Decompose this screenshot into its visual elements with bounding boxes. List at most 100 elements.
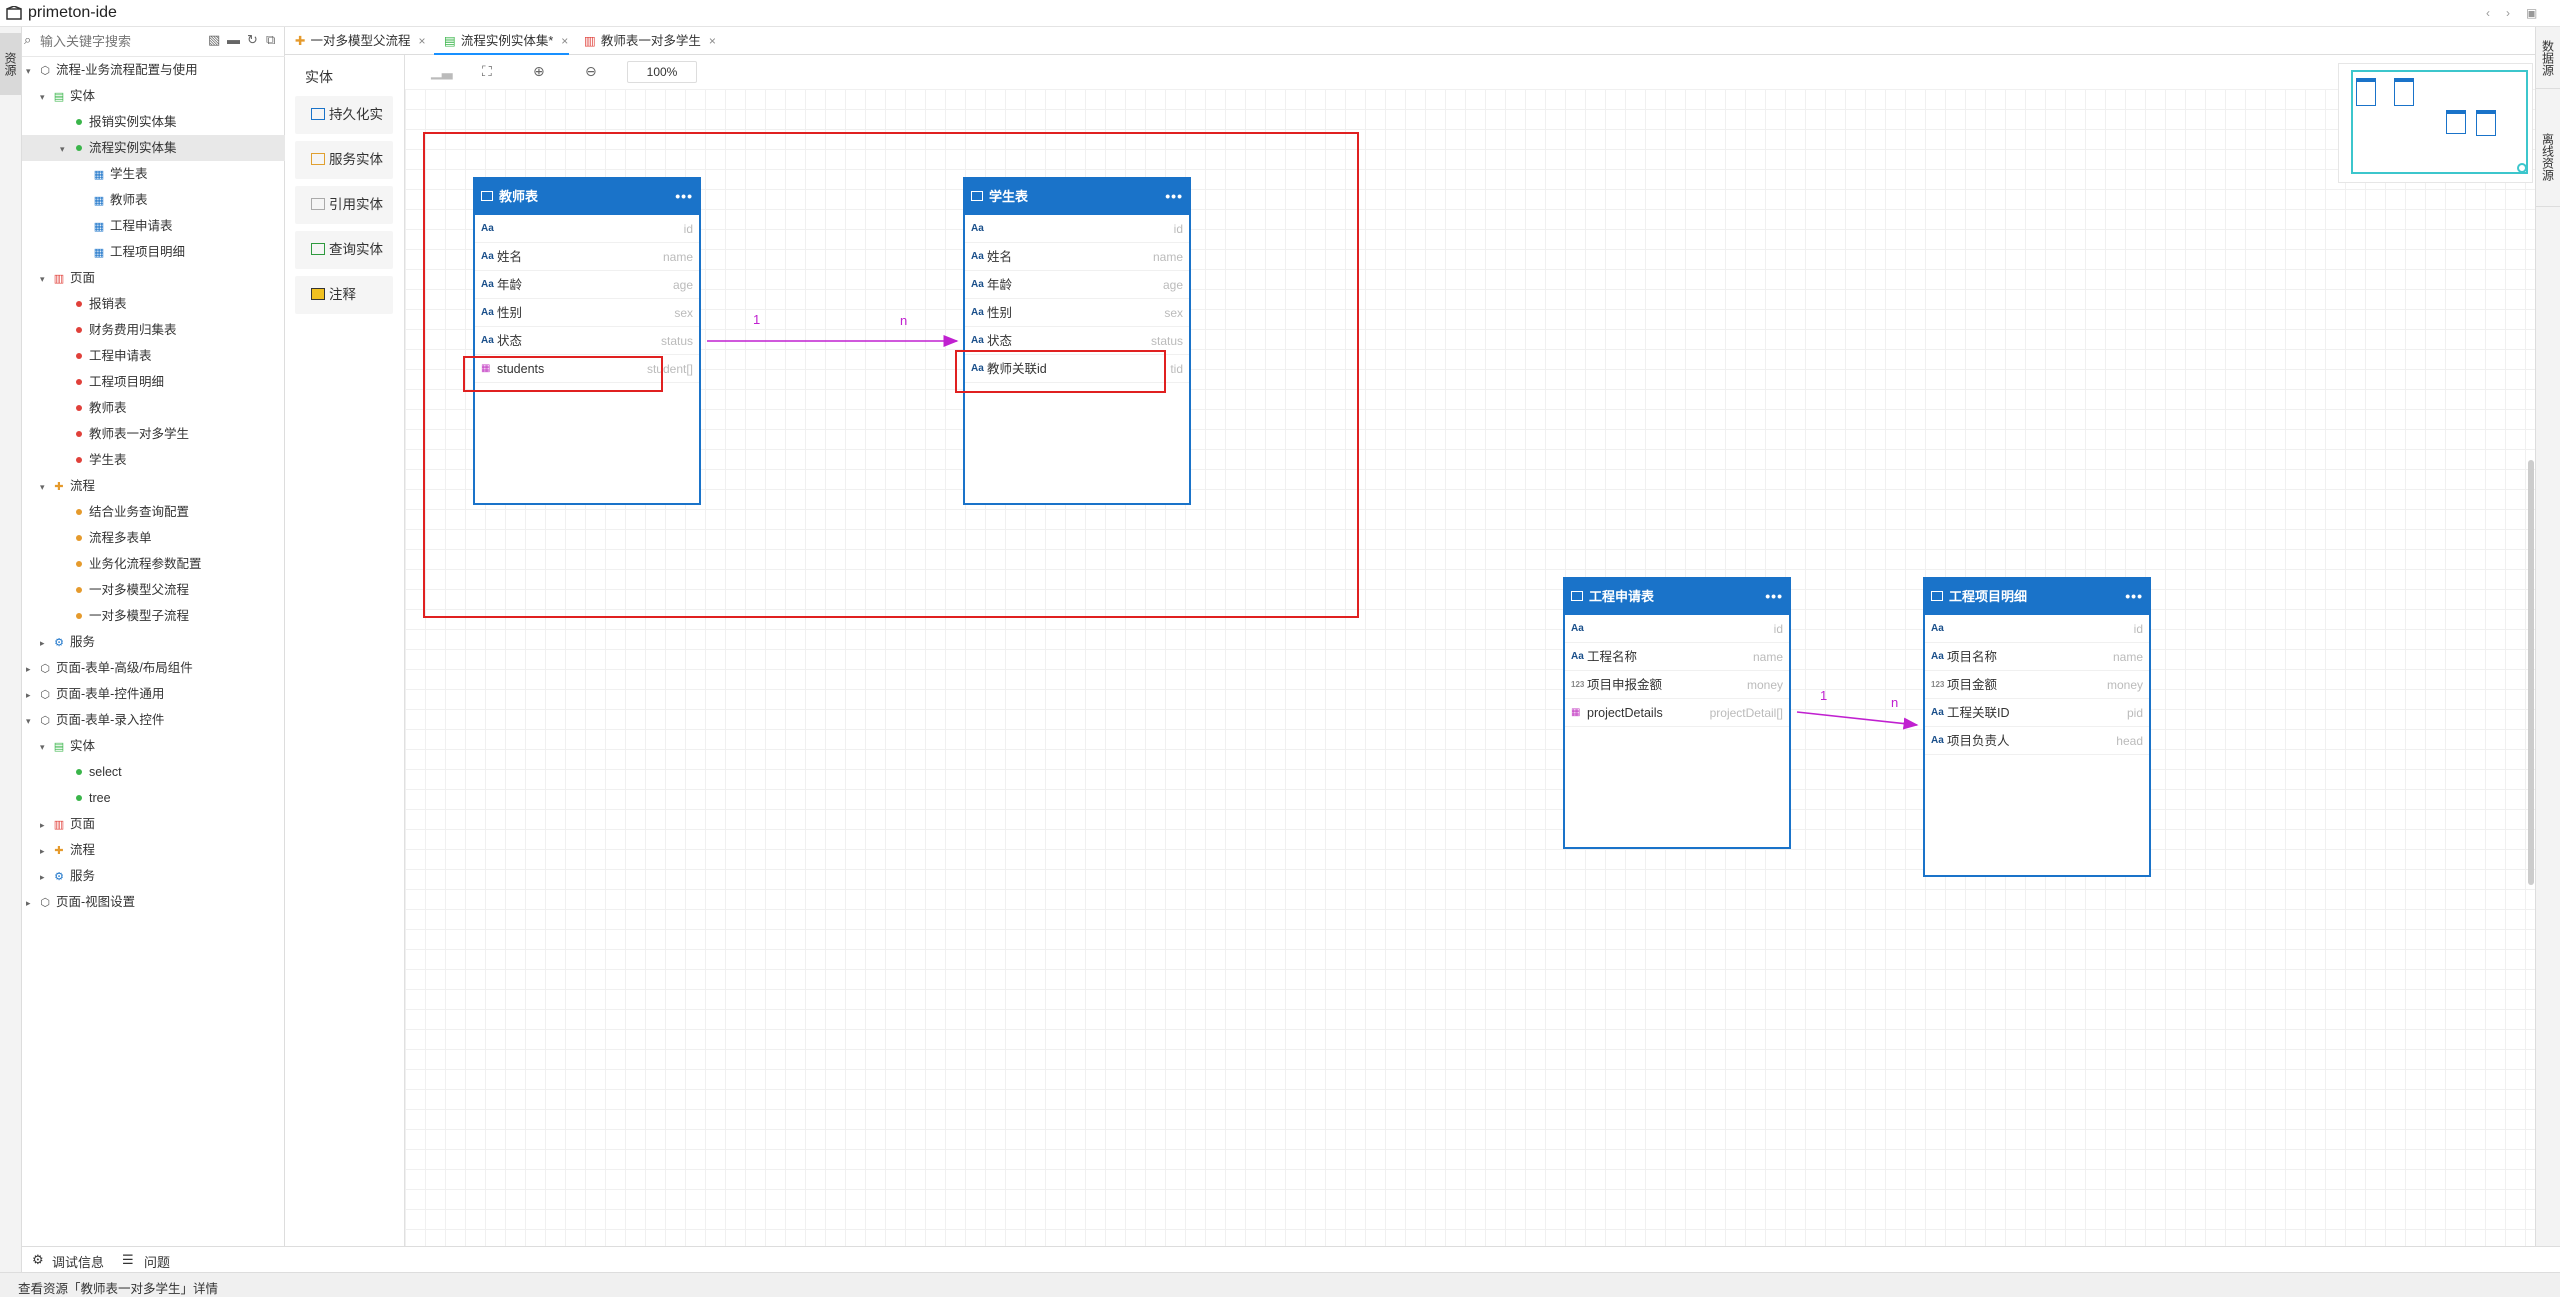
chevron-right-icon[interactable]: ▸ bbox=[40, 638, 45, 648]
tree-item[interactable]: 流程多表单 bbox=[60, 525, 152, 551]
close-icon[interactable]: × bbox=[561, 34, 569, 48]
fit-screen-icon[interactable]: ⛶ bbox=[482, 63, 492, 79]
minimap-viewport[interactable] bbox=[2351, 70, 2528, 174]
chevron-down-icon[interactable]: ▾ bbox=[26, 66, 31, 76]
tree-item[interactable]: ▾▥页面 bbox=[40, 265, 95, 291]
palette-item-service-entity[interactable]: 服务实体 bbox=[295, 141, 393, 179]
offline-resource-side-tab[interactable]: 离线资源 bbox=[2536, 107, 2560, 207]
forward-icon[interactable]: › bbox=[2506, 6, 2510, 20]
close-icon[interactable]: × bbox=[708, 34, 716, 48]
resource-side-tab[interactable]: 资源 bbox=[0, 33, 21, 95]
chevron-down-icon[interactable]: ▾ bbox=[40, 274, 45, 284]
tree-item[interactable]: ▸⬡页面-表单-高级/布局组件 bbox=[26, 655, 193, 681]
tree-item[interactable]: ▾✚流程 bbox=[40, 473, 95, 499]
palette-item-reference-entity[interactable]: 引用实体 bbox=[295, 186, 393, 224]
more-icon[interactable]: ••• bbox=[1765, 588, 1783, 604]
tree-item[interactable]: ▸⚙服务 bbox=[40, 629, 95, 655]
tree-item[interactable]: tree bbox=[60, 785, 111, 811]
debug-info-tab[interactable]: 调试信息 bbox=[52, 1255, 105, 1270]
chevron-down-icon[interactable]: ▾ bbox=[26, 716, 31, 726]
refresh-icon[interactable]: ↻ bbox=[247, 32, 258, 47]
datasource-side-tab[interactable]: 数据源 bbox=[2536, 27, 2560, 89]
problems-tab[interactable]: 问题 bbox=[144, 1255, 171, 1270]
tree-item[interactable]: ▦工程项目明细 bbox=[80, 239, 185, 265]
tree-item[interactable]: 报销表 bbox=[60, 291, 127, 317]
more-icon[interactable]: ••• bbox=[675, 188, 693, 204]
new-file-icon[interactable]: ▧ bbox=[208, 32, 221, 47]
tree-item[interactable]: 财务费用归集表 bbox=[60, 317, 177, 343]
window-icon[interactable]: ▣ bbox=[2526, 6, 2538, 20]
tree-item[interactable]: ▾流程实例实体集 bbox=[60, 135, 177, 161]
palette-item-comment[interactable]: 注释 bbox=[295, 276, 393, 314]
tree-item[interactable]: 工程申请表 bbox=[60, 343, 152, 369]
chevron-right-icon[interactable]: ▸ bbox=[26, 664, 31, 674]
tree-item[interactable]: ▾▤实体 bbox=[40, 83, 95, 109]
entity-header[interactable]: 工程项目明细••• bbox=[1925, 579, 2149, 615]
tree-item[interactable]: 报销实例实体集 bbox=[60, 109, 177, 135]
chevron-right-icon[interactable]: ▸ bbox=[26, 690, 31, 700]
tree-item[interactable]: 教师表一对多学生 bbox=[60, 421, 189, 447]
canvas-vertical-scrollbar[interactable] bbox=[2528, 460, 2534, 885]
chevron-right-icon[interactable]: ▸ bbox=[26, 898, 31, 908]
tree-item[interactable]: ▦工程申请表 bbox=[80, 213, 173, 239]
tree-item[interactable]: ▸▥页面 bbox=[40, 811, 95, 837]
entity-header[interactable]: 工程申请表••• bbox=[1565, 579, 1789, 615]
tree-item[interactable]: ▾⬡流程-业务流程配置与使用 bbox=[26, 57, 198, 83]
chevron-down-icon[interactable]: ▾ bbox=[40, 92, 45, 102]
tree-item[interactable]: 一对多模型父流程 bbox=[60, 577, 189, 603]
more-icon[interactable]: ••• bbox=[1165, 188, 1183, 204]
chevron-right-icon[interactable]: ▸ bbox=[40, 846, 45, 856]
tree-item[interactable]: ▦学生表 bbox=[80, 161, 148, 187]
close-icon[interactable]: × bbox=[418, 34, 426, 48]
tree-item[interactable]: ▸⬡页面-视图设置 bbox=[26, 889, 135, 915]
entity-header[interactable]: 教师表••• bbox=[475, 179, 699, 215]
layout-icon[interactable]: ▁▃ bbox=[431, 63, 453, 79]
tree-item[interactable]: 教师表 bbox=[60, 395, 127, 421]
editor-tab[interactable]: ✚一对多模型父流程× bbox=[285, 27, 429, 55]
zoom-level[interactable]: 100% bbox=[627, 61, 697, 83]
entity-header[interactable]: 学生表••• bbox=[965, 179, 1189, 215]
tree-item[interactable]: 学生表 bbox=[60, 447, 127, 473]
tree-item[interactable]: ▸⚙服务 bbox=[40, 863, 95, 889]
editor-tab[interactable]: ▤流程实例实体集*× bbox=[434, 27, 569, 55]
tree-item[interactable]: ▸⬡页面-表单-控件通用 bbox=[26, 681, 164, 707]
minimap[interactable] bbox=[2338, 63, 2533, 183]
chevron-right-icon[interactable]: ▸ bbox=[40, 820, 45, 830]
back-icon[interactable]: ‹ bbox=[2486, 6, 2490, 20]
chevron-down-icon[interactable]: ▾ bbox=[60, 144, 65, 154]
palette-item-persistent-entity[interactable]: 持久化实体 bbox=[295, 96, 393, 160]
tree-item[interactable]: 结合业务查询配置 bbox=[60, 499, 189, 525]
more-icon[interactable]: ••• bbox=[2125, 588, 2143, 604]
editor-tab[interactable]: ▥教师表一对多学生× bbox=[574, 27, 716, 55]
chevron-right-icon[interactable]: ▸ bbox=[40, 872, 45, 882]
folder-icon[interactable]: ▬ bbox=[227, 32, 240, 47]
minimap-resize-handle[interactable] bbox=[2517, 163, 2527, 173]
tree-item[interactable]: ▾▤实体 bbox=[40, 733, 95, 759]
chevron-down-icon[interactable]: ▾ bbox=[40, 742, 45, 752]
tree-item[interactable]: 工程项目明细 bbox=[60, 369, 164, 395]
tree-item[interactable]: ▾⬡页面-表单-录入控件 bbox=[26, 707, 164, 733]
